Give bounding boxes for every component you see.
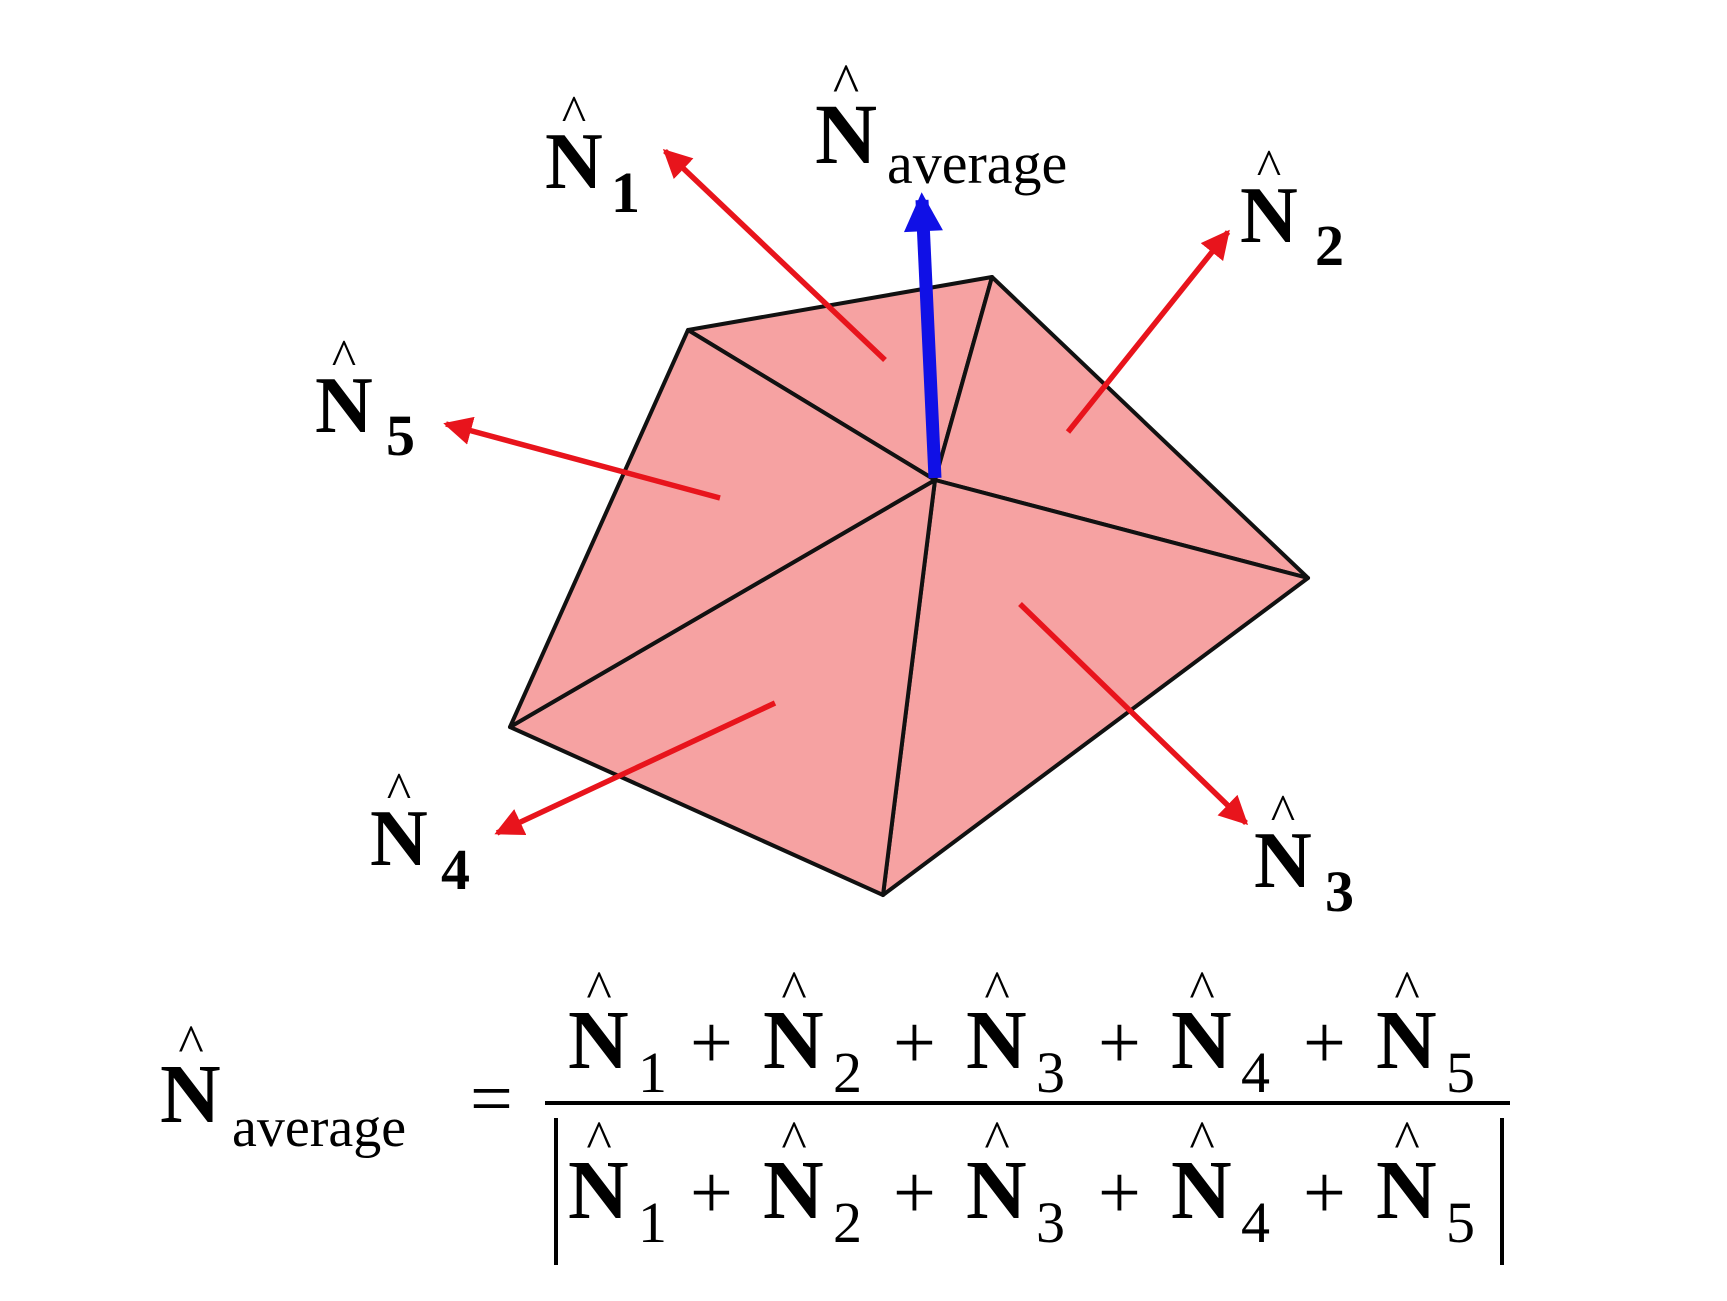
denominator-term-4: N ^ 4 [1171, 1110, 1270, 1255]
plus-sign: + [1303, 1151, 1346, 1235]
term-symbol: N [966, 1144, 1027, 1237]
denominator-term-5: N ^ 5 [1376, 1110, 1475, 1255]
formula-numerator: N ^ 1 + N ^ 2 + N ^ 3 + N ^ 4 + [568, 960, 1475, 1105]
term-subscript: 5 [1446, 1190, 1475, 1255]
plus-sign: + [1098, 1151, 1141, 1235]
label-n-average-symbol: N [815, 86, 877, 182]
hat-icon: ^ [1394, 960, 1419, 1020]
average-normal-arrow [903, 192, 943, 479]
numerator-term-4: N ^ 4 [1171, 960, 1270, 1105]
denominator-term-3: N ^ 3 [966, 1110, 1065, 1255]
hat-icon: ^ [586, 1110, 611, 1170]
term-subscript: 3 [1036, 1040, 1065, 1105]
label-n4: N ^ 4 [370, 763, 470, 902]
formula: N ^ average = N ^ 1 + N ^ 2 + N ^ 3 [160, 960, 1510, 1265]
label-n4-subscript: 4 [441, 837, 470, 902]
label-n-average-subscript: average [887, 131, 1067, 196]
term-symbol: N [1376, 994, 1437, 1087]
term-subscript: 1 [638, 1190, 667, 1255]
term-subscript: 4 [1241, 1190, 1270, 1255]
label-n2-symbol: N [1240, 172, 1298, 260]
term-symbol: N [763, 994, 824, 1087]
numerator-term-5: N ^ 5 [1376, 960, 1475, 1105]
term-subscript: 1 [638, 1040, 667, 1105]
hat-icon: ^ [833, 53, 859, 115]
label-n3-subscript: 3 [1325, 859, 1354, 924]
face-normals [443, 149, 1249, 836]
numerator-term-1: N ^ 1 [568, 960, 667, 1105]
hat-icon: ^ [387, 763, 411, 820]
term-subscript: 5 [1446, 1040, 1475, 1105]
term-symbol: N [966, 994, 1027, 1087]
plus-sign: + [893, 1151, 936, 1235]
label-n2: N ^ 2 [1240, 140, 1344, 278]
normal-arrow-1 [662, 149, 887, 362]
numerator-term-3: N ^ 3 [966, 960, 1065, 1105]
formula-lhs-subscript: average [232, 1097, 406, 1159]
mesh [508, 275, 1310, 897]
hat-icon: ^ [1189, 960, 1214, 1020]
hat-icon: ^ [984, 960, 1009, 1020]
denominator-term-2: N ^ 2 [763, 1110, 862, 1255]
hat-icon: ^ [178, 1014, 203, 1074]
label-n3-symbol: N [1254, 817, 1312, 905]
formula-lhs-symbol: N [160, 1048, 221, 1141]
term-symbol: N [568, 1144, 629, 1237]
hat-icon: ^ [781, 960, 806, 1020]
normal-arrow-5 [443, 416, 721, 501]
label-n1-symbol: N [545, 118, 603, 206]
hat-icon: ^ [1394, 1110, 1419, 1170]
term-symbol: N [568, 994, 629, 1087]
hat-icon: ^ [332, 330, 356, 387]
term-subscript: 4 [1241, 1040, 1270, 1105]
label-n1: N ^ 1 [545, 86, 640, 225]
plus-sign: + [1098, 1001, 1141, 1085]
hat-icon: ^ [1271, 785, 1295, 842]
plus-sign: + [1303, 1001, 1346, 1085]
hat-icon: ^ [781, 1110, 806, 1170]
label-n3: N ^ 3 [1254, 785, 1354, 924]
term-symbol: N [1376, 1144, 1437, 1237]
term-subscript: 2 [833, 1040, 862, 1105]
label-n1-subscript: 1 [611, 160, 640, 225]
label-n5-symbol: N [315, 362, 373, 450]
label-n2-subscript: 2 [1315, 213, 1344, 278]
label-n-average: N ^ average [815, 53, 1067, 196]
term-subscript: 2 [833, 1190, 862, 1255]
hat-icon: ^ [586, 960, 611, 1020]
plus-sign: + [893, 1001, 936, 1085]
label-n5: N ^ 5 [315, 330, 415, 468]
equals-sign: = [470, 1057, 513, 1141]
hat-icon: ^ [1189, 1110, 1214, 1170]
plus-sign: + [690, 1151, 733, 1235]
term-subscript: 3 [1036, 1190, 1065, 1255]
numerator-term-2: N ^ 2 [763, 960, 862, 1105]
formula-denominator: N ^ 1 + N ^ 2 + N ^ 3 + N ^ 4 + [554, 1110, 1504, 1265]
normal-arrow-2 [1065, 229, 1231, 434]
term-symbol: N [1171, 994, 1232, 1087]
denominator-term-1: N ^ 1 [568, 1110, 667, 1255]
face-5 [508, 328, 937, 729]
label-n4-symbol: N [370, 795, 428, 883]
normal-arrow-4 [494, 700, 777, 836]
term-symbol: N [1171, 1144, 1232, 1237]
diagram-labels: N ^ average N ^ 1 N ^ 2 N ^ 3 N ^ 4 N ^ … [315, 53, 1354, 924]
hat-icon: ^ [562, 86, 586, 143]
normal-arrow-3 [1018, 602, 1249, 825]
hat-icon: ^ [984, 1110, 1009, 1170]
plus-sign: + [690, 1001, 733, 1085]
label-n5-subscript: 5 [386, 403, 415, 468]
hat-icon: ^ [1257, 140, 1281, 197]
formula-lhs: N ^ average [160, 1014, 406, 1159]
term-symbol: N [763, 1144, 824, 1237]
